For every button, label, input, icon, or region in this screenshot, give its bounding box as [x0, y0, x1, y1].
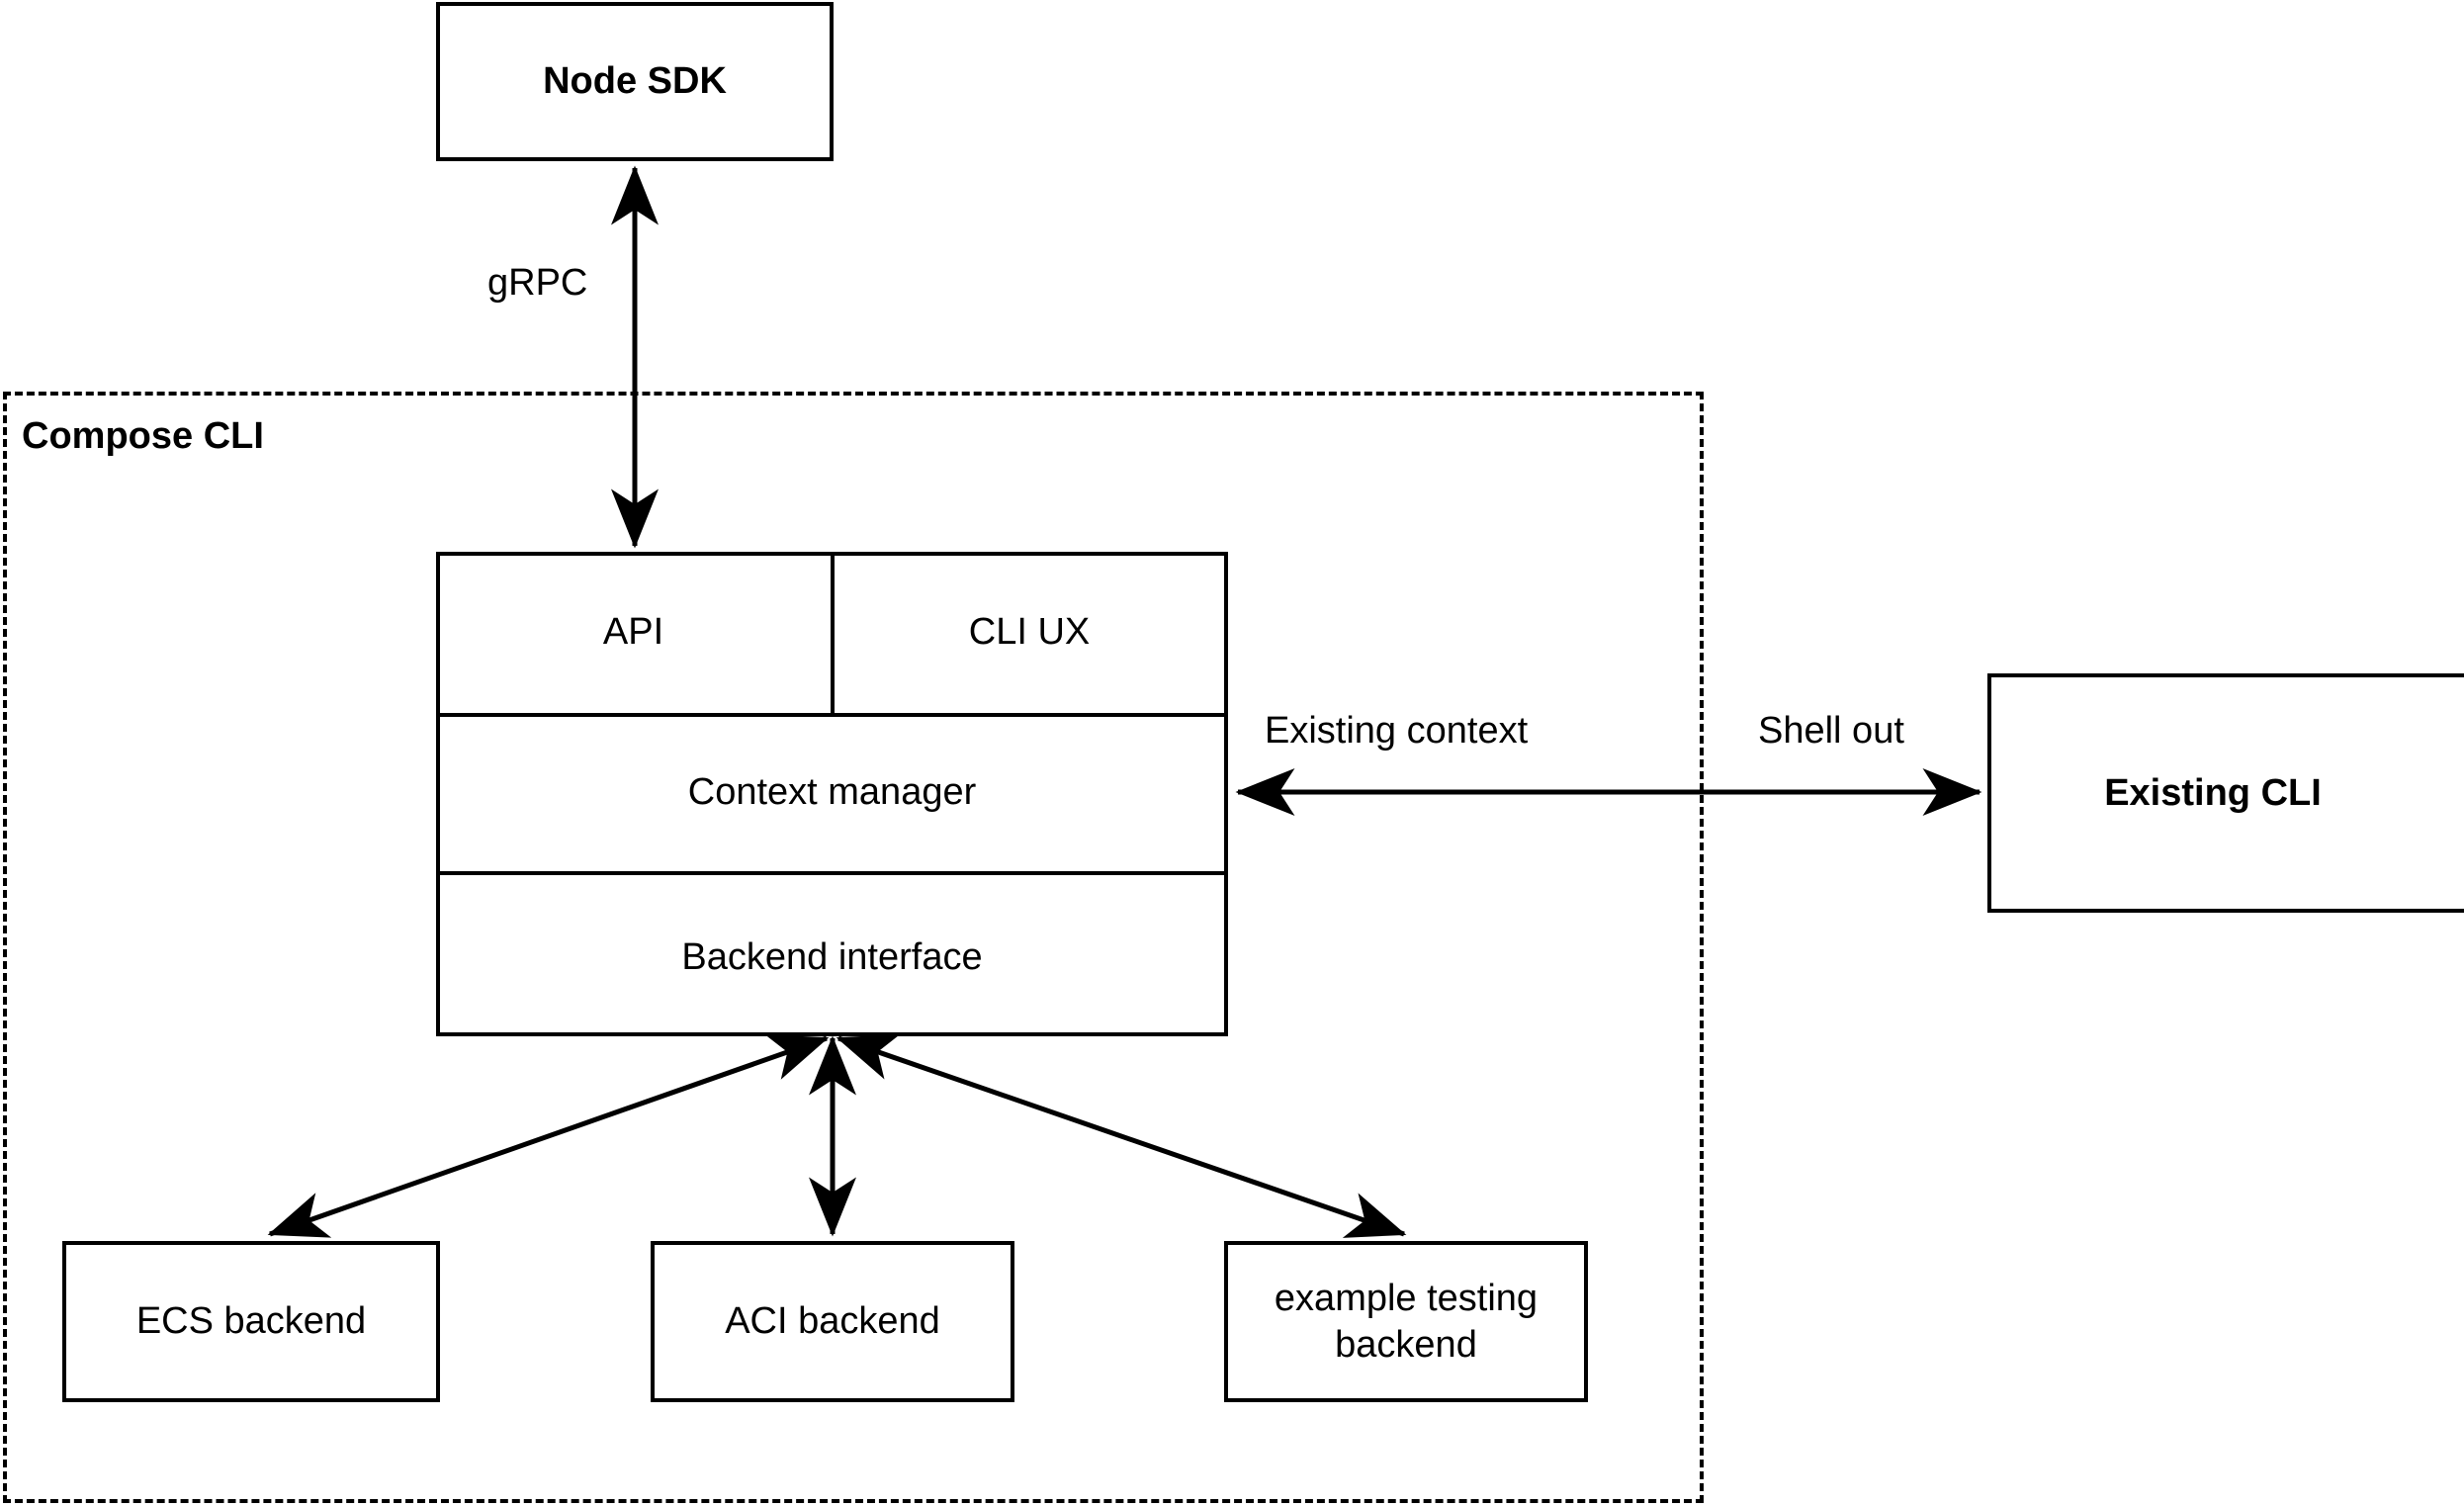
example-testing-backend-line-2: backend	[1335, 1323, 1477, 1366]
node-sdk-box[interactable]: Node SDK	[436, 2, 834, 161]
aci-backend-label: ACI backend	[725, 1300, 940, 1343]
compose-cli-stack: API CLI UX Context manager Backend inter…	[436, 552, 1228, 1036]
edge-label-shell-out: Shell out	[1752, 710, 1910, 753]
existing-cli-box[interactable]: Existing CLI	[1987, 673, 2464, 913]
compose-cli-boundary-label: Compose CLI	[22, 415, 264, 457]
compose-cli-boundary	[3, 392, 1704, 1503]
edge-label-existing-context: Existing context	[1259, 710, 1535, 753]
node-sdk-label: Node SDK	[543, 60, 727, 103]
backend-interface-cell[interactable]: Backend interface	[436, 871, 1228, 1044]
ecs-backend-box[interactable]: ECS backend	[62, 1241, 440, 1402]
cli-ux-cell[interactable]: CLI UX	[831, 552, 1228, 713]
edge-backend-example	[836, 1034, 1407, 1238]
backend-interface-label: Backend interface	[681, 936, 983, 978]
stack-divider-api-cliux	[831, 552, 835, 713]
api-cell[interactable]: API	[436, 552, 831, 713]
aci-backend-box[interactable]: ACI backend	[651, 1241, 1014, 1402]
example-testing-backend-line-1: example testing	[1274, 1278, 1539, 1320]
api-label: API	[602, 611, 664, 653]
context-manager-label: Context manager	[687, 770, 977, 813]
stack-divider-row-2	[436, 871, 1228, 875]
stack-divider-row-1	[436, 713, 1228, 717]
cli-ux-label: CLI UX	[968, 611, 1091, 653]
example-testing-backend-box[interactable]: example testing backend	[1224, 1241, 1588, 1402]
edge-backend-ecs	[267, 1034, 830, 1238]
context-manager-cell[interactable]: Context manager	[436, 713, 1228, 871]
existing-cli-label: Existing CLI	[2104, 771, 2322, 814]
example-testing-backend-label: example testing backend	[1265, 1276, 1547, 1368]
edge-label-grpc: gRPC	[482, 262, 594, 305]
ecs-backend-label: ECS backend	[135, 1300, 367, 1343]
